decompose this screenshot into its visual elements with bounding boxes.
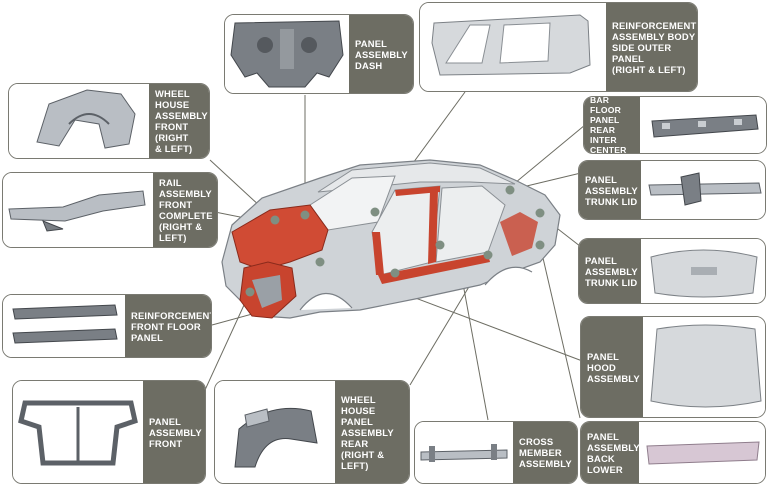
part-image-bar-floor (640, 97, 766, 153)
car-body-in-white (221, 159, 561, 319)
card-rail-assembly-front[interactable]: RAIL ASSEMBLY FRONT COMPLETE (RIGHT & LE… (2, 172, 218, 248)
card-bar-floor-panel[interactable]: BAR FLOOR PANEL REAR INTER CENTER (583, 96, 767, 154)
trunk-lid-frame-icon (648, 172, 762, 206)
leader-panel-front (204, 291, 251, 391)
part-image-cross-member (415, 422, 513, 483)
card-wheel-house-rear[interactable]: WHEEL HOUSE PANEL ASSEMBLY REAR (RIGHT &… (214, 380, 410, 484)
label-rail-assembly-front: RAIL ASSEMBLY FRONT COMPLETE (RIGHT & LE… (153, 173, 217, 247)
label-reinforcement-front-floor: REINFORCEMENT FRONT FLOOR PANEL (125, 295, 211, 357)
label-trunk-lid-2: PANEL ASSEMBLY TRUNK LID (579, 239, 641, 303)
rear-door-opening (435, 185, 506, 263)
label-bar-floor-panel: BAR FLOOR PANEL REAR INTER CENTER (584, 97, 640, 153)
part-image-wheelhouse-rear (215, 381, 335, 483)
card-cross-member[interactable]: CROSS MEMBER ASSEMBLY (414, 421, 578, 484)
card-panel-hood[interactable]: PANEL HOOD ASSEMBLY (580, 316, 766, 418)
front-floor-reinforcement-icon (12, 304, 118, 344)
front-wheel-arch (299, 292, 353, 311)
card-reinforcement-side-outer[interactable]: REINFORCEMENT ASSEMBLY BODY SIDE OUTER P… (419, 2, 698, 92)
callout-dots (245, 185, 545, 297)
dot-trunk-lid-2 (535, 208, 545, 218)
label-panel-back-lower: PANEL ASSEMBLY BACK LOWER (581, 422, 640, 483)
part-image-trunk-lid-2 (641, 239, 765, 303)
leader-back-lower (539, 244, 581, 419)
dot-wheelhouse-front (270, 215, 280, 225)
dot-side-outer (370, 207, 380, 217)
cross-member-icon (420, 444, 508, 462)
back-lower-panel-icon (646, 441, 760, 465)
dot-bar-floor (435, 240, 445, 250)
label-reinforcement-side-outer: REINFORCEMENT ASSEMBLY BODY SIDE OUTER P… (606, 3, 697, 91)
part-image-dash (225, 15, 349, 93)
part-image-side-outer (420, 3, 606, 91)
card-panel-back-lower[interactable]: PANEL ASSEMBLY BACK LOWER (580, 421, 766, 484)
label-panel-assembly-front: PANEL ASSEMBLY FRONT (143, 381, 205, 483)
dot-front-floor (390, 268, 400, 278)
card-trunk-lid-1[interactable]: PANEL ASSEMBLY TRUNK LID (578, 160, 766, 220)
rail-front-icon (8, 190, 146, 232)
dot-wheelhouse-rear (483, 250, 493, 260)
dash-panel-icon (230, 20, 344, 88)
side-sill (378, 254, 490, 284)
label-wheel-house-front: WHEEL HOUSE ASSEMBLY FRONT (RIGHT & LEFT… (149, 84, 209, 158)
dot-hood (315, 257, 325, 267)
part-image-rail-front (3, 173, 153, 247)
rear-wheel-arch (484, 266, 533, 286)
b-pillar-lower (372, 232, 384, 275)
dot-panel-front (245, 287, 255, 297)
bar-floor-icon (651, 114, 759, 138)
label-panel-assembly-dash: PANEL ASSEMBLY DASH (349, 15, 413, 93)
card-trunk-lid-2[interactable]: PANEL ASSEMBLY TRUNK LID (578, 238, 766, 304)
dot-trunk-lid (505, 185, 515, 195)
label-cross-member: CROSS MEMBER ASSEMBLY (513, 422, 577, 483)
rear-structure (500, 212, 538, 256)
dot-dash (300, 210, 310, 220)
trunk-lid-icon (650, 249, 758, 298)
roof-rail (395, 186, 440, 196)
wheelhouse-front-icon (36, 89, 136, 149)
part-image-trunk-lid-1 (641, 161, 765, 219)
card-panel-assembly-front[interactable]: PANEL ASSEMBLY FRONT (12, 380, 206, 484)
dot-back-lower (535, 240, 545, 250)
label-wheel-house-rear: WHEEL HOUSE PANEL ASSEMBLY REAR (RIGHT &… (335, 381, 409, 483)
label-trunk-lid-1: PANEL ASSEMBLY TRUNK LID (579, 161, 641, 219)
part-image-back-lower (639, 422, 765, 483)
label-panel-hood: PANEL HOOD ASSEMBLY (581, 317, 643, 417)
card-wheel-house-front[interactable]: WHEEL HOUSE ASSEMBLY FRONT (RIGHT & LEFT… (8, 83, 210, 159)
front-panel-icon (18, 400, 138, 466)
card-reinforcement-front-floor[interactable]: REINFORCEMENT FRONT FLOOR PANEL (2, 294, 212, 358)
b-pillar (428, 190, 438, 264)
front-structure (231, 204, 329, 271)
part-image-front-floor (3, 295, 125, 357)
radiator-opening (252, 275, 282, 308)
wheelhouse-rear-icon (234, 407, 318, 468)
part-image-panel-front (13, 381, 143, 483)
part-image-hood (643, 317, 765, 417)
side-outer-panel-icon (431, 14, 591, 76)
card-panel-assembly-dash[interactable]: PANEL ASSEMBLY DASH (224, 14, 414, 94)
part-image-wheelhouse-front (9, 84, 149, 158)
hood-icon (650, 324, 762, 408)
